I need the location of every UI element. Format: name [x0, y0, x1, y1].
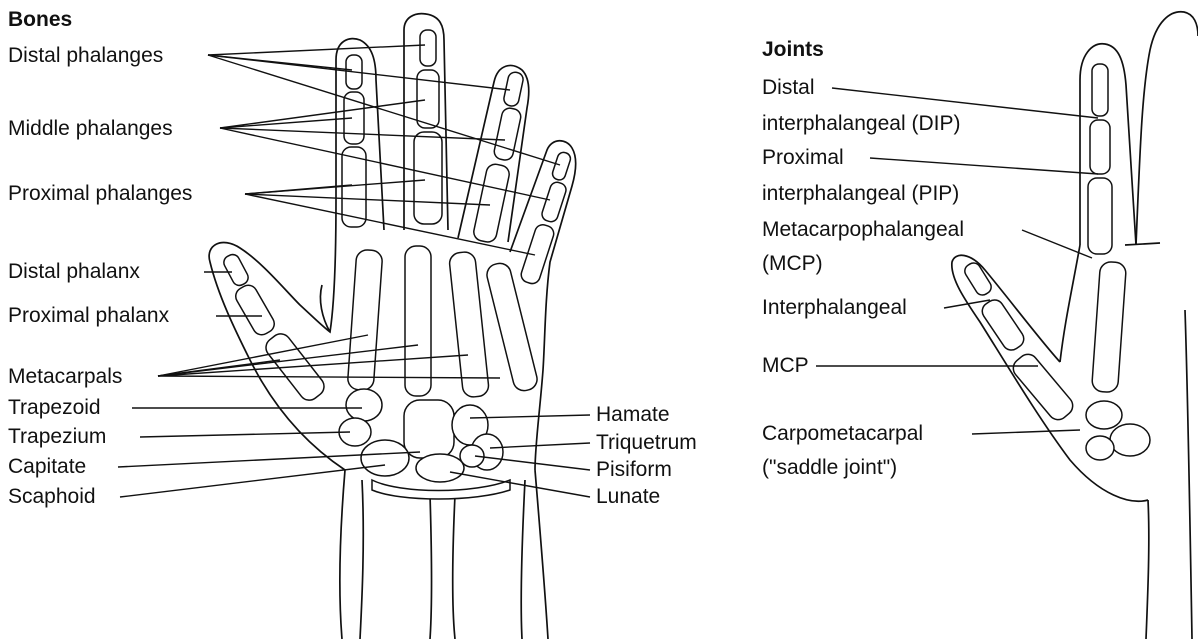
label-triquetrum: Triquetrum	[596, 431, 697, 455]
label-lunate: Lunate	[596, 485, 660, 509]
label-carpometacarpal-line1: Carpometacarpal	[762, 422, 923, 446]
label-metacarpals: Metacarpals	[8, 365, 122, 389]
bones-heading: Bones	[8, 8, 72, 32]
label-dip-line2: interphalangeal (DIP)	[762, 112, 960, 136]
label-hamate: Hamate	[596, 403, 670, 427]
label-distal-phalanx: Distal phalanx	[8, 260, 140, 284]
label-mcp-line1: Metacarpophalangeal	[762, 218, 964, 242]
joints-heading: Joints	[762, 38, 824, 62]
label-pip-line1: Proximal	[762, 146, 844, 170]
label-dip-line1: Distal	[762, 76, 815, 100]
left-hand-bones	[221, 30, 572, 499]
right-hand-bones	[962, 64, 1150, 460]
label-distal-phalanges: Distal phalanges	[8, 44, 163, 68]
label-middle-phalanges: Middle phalanges	[8, 117, 173, 141]
label-trapezium: Trapezium	[8, 425, 106, 449]
label-trapezoid: Trapezoid	[8, 396, 101, 420]
label-capitate: Capitate	[8, 455, 86, 479]
label-mcp-thumb: MCP	[762, 354, 809, 378]
label-scaphoid: Scaphoid	[8, 485, 96, 509]
label-pisiform: Pisiform	[596, 458, 672, 482]
label-proximal-phalanges: Proximal phalanges	[8, 182, 192, 206]
label-carpometacarpal-line2: ("saddle joint")	[762, 456, 897, 480]
label-mcp-line2: (MCP)	[762, 252, 823, 276]
label-proximal-phalanx: Proximal phalanx	[8, 304, 169, 328]
label-interphalangeal: Interphalangeal	[762, 296, 907, 320]
label-pip-line2: interphalangeal (PIP)	[762, 182, 959, 206]
